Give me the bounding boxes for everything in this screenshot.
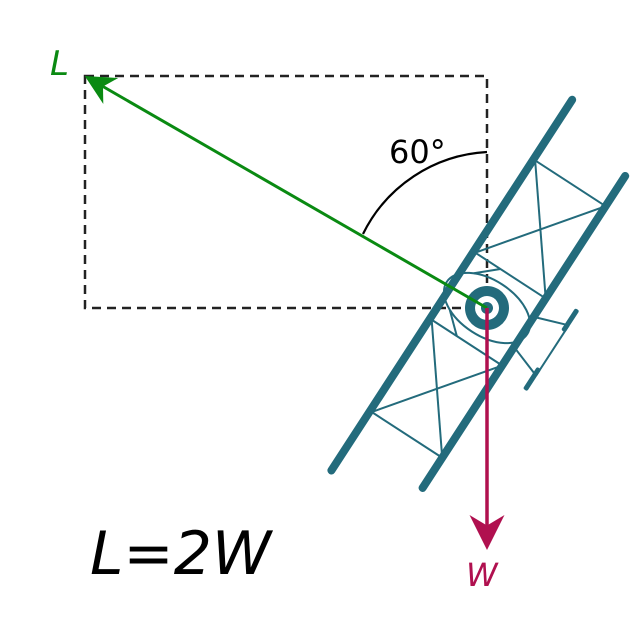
- equation-label: L=2W: [90, 519, 274, 589]
- component-rectangle: [83, 74, 489, 310]
- lift-arrow: [84, 76, 488, 310]
- weight-label: W: [466, 556, 499, 594]
- angle-label: 60°: [389, 133, 446, 171]
- angle-arc: [362, 150, 488, 235]
- lift-label: L: [50, 44, 69, 84]
- biplane-icon: [327, 95, 630, 492]
